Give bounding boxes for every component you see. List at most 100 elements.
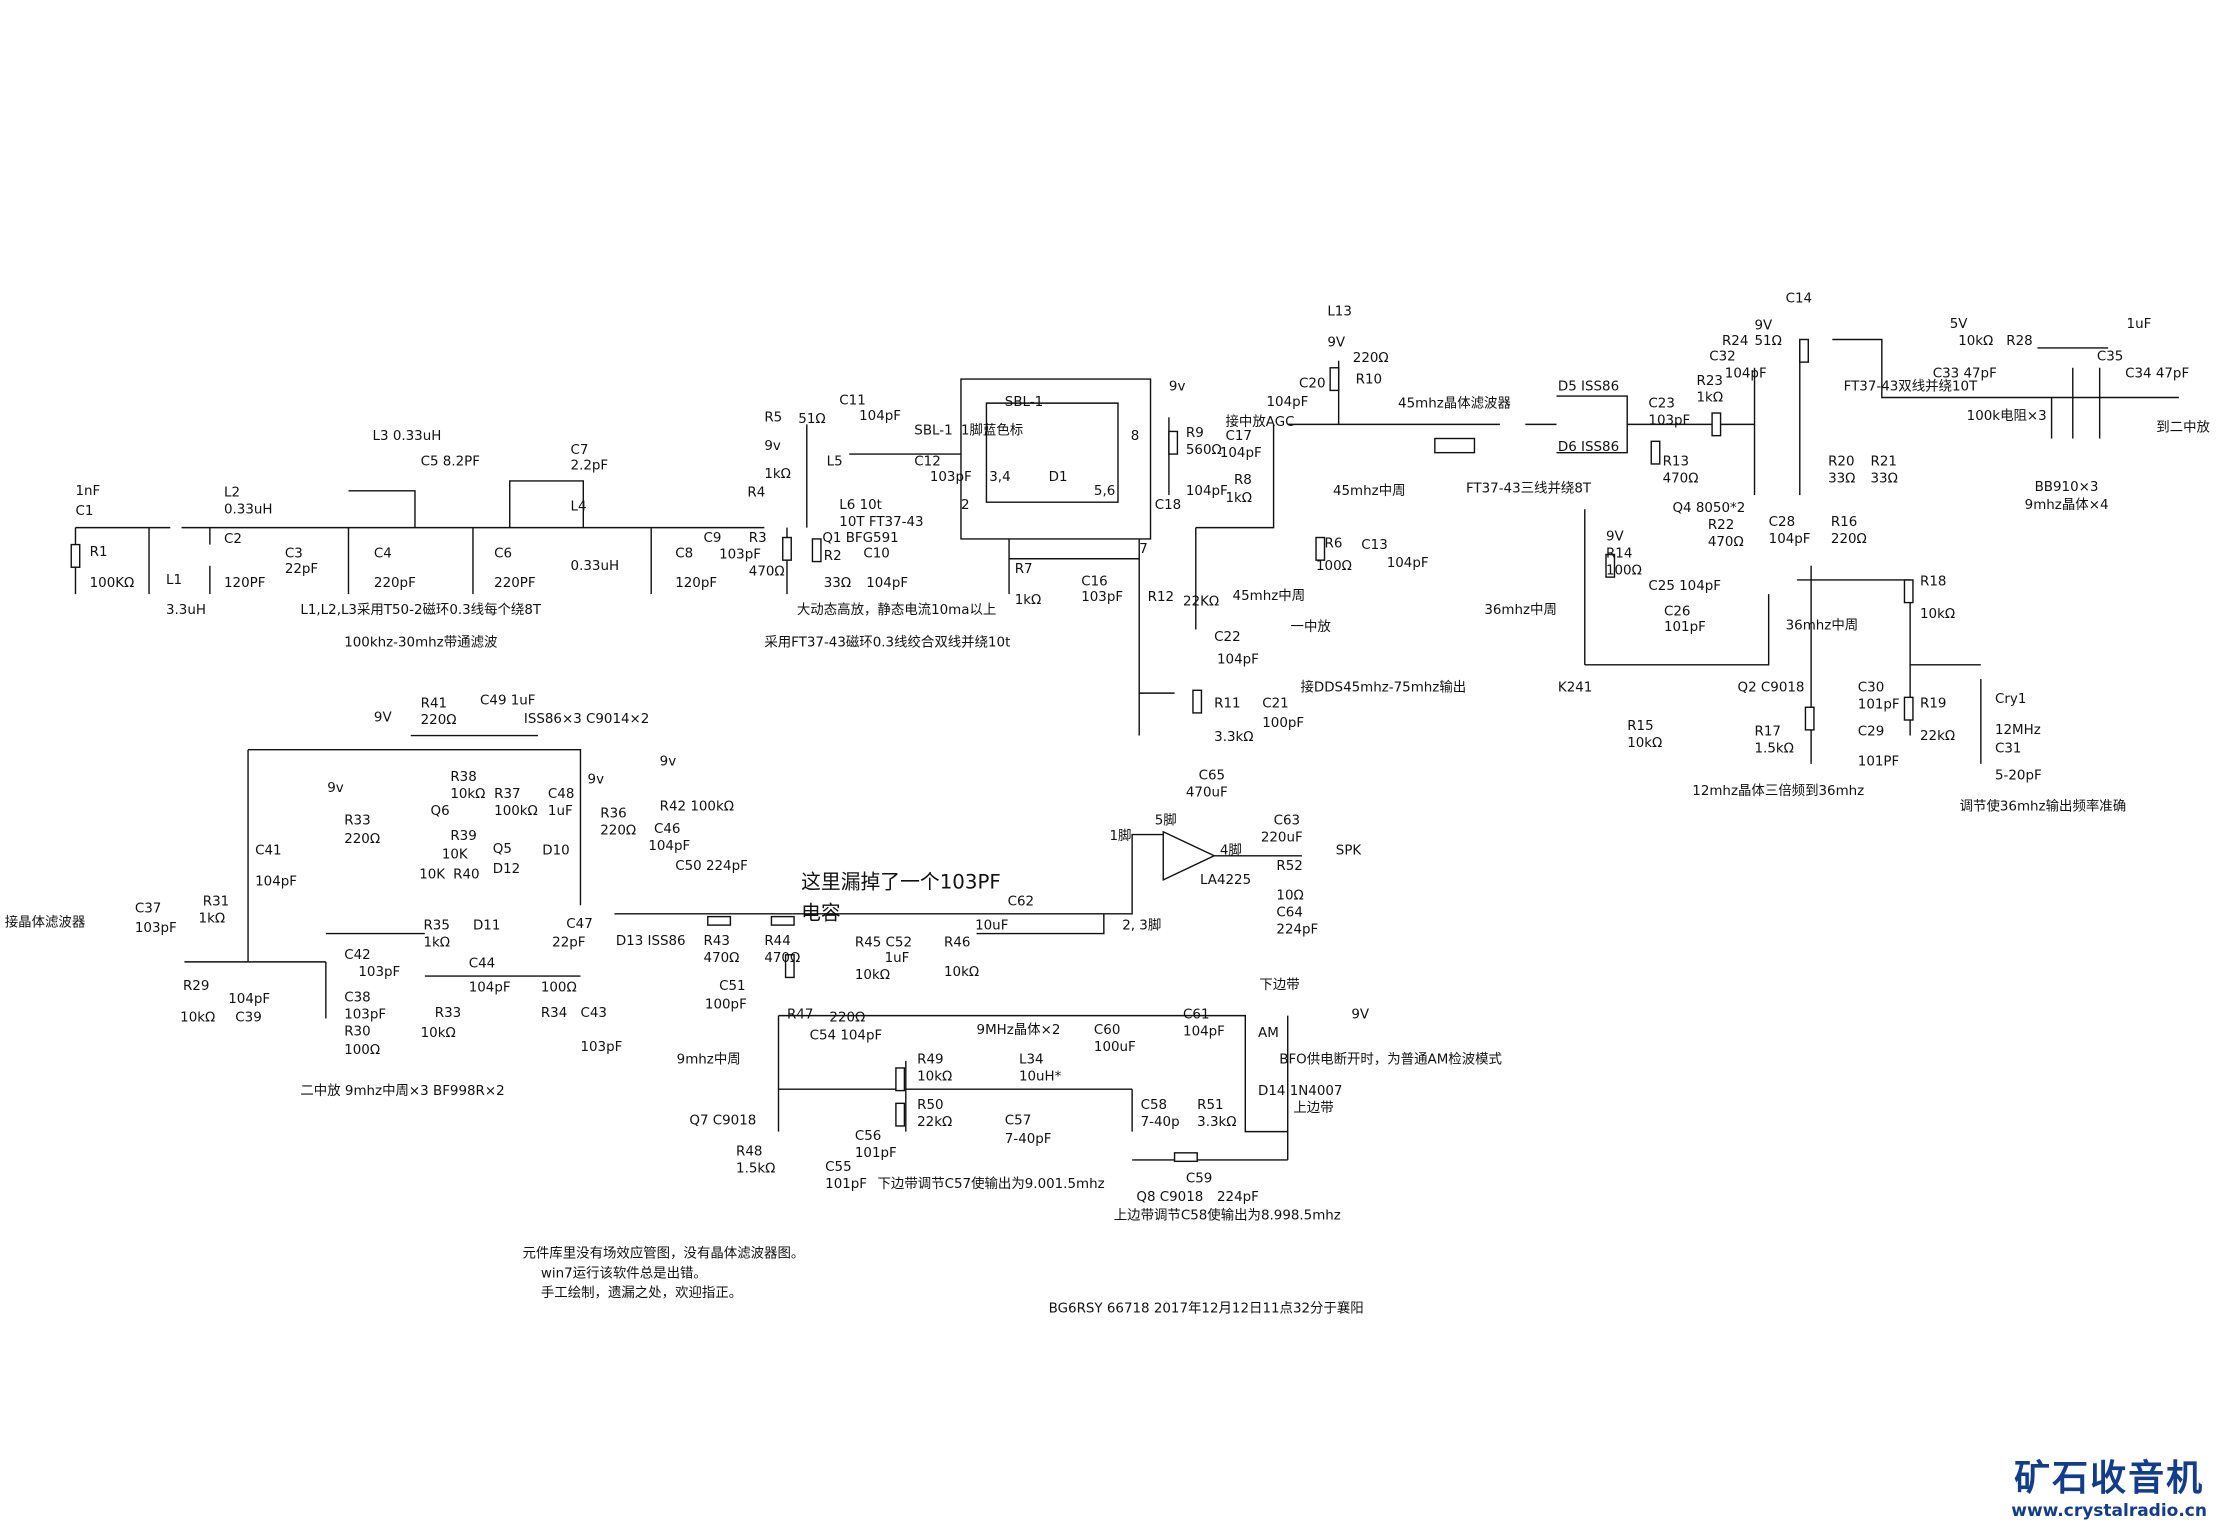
component-label: D1 [1049,470,1068,485]
resistor-symbol [1173,1152,1198,1163]
component-label: 采用FT37-43磁环0.3线绞合双线并绕10t [764,633,1010,650]
component-label: C61 [1183,1007,1209,1022]
component-label: 22pF [285,562,318,577]
component-label: C6 [494,546,512,561]
resistor-symbol [1168,430,1179,455]
component-label: 1脚 [1109,828,1131,844]
component-label: R12 [1148,590,1174,605]
component-label: C37 [135,901,161,916]
component-label: 2.2pF [571,459,609,474]
component-label: 1kΩ [1015,593,1042,608]
component-label: SBL-1 [1005,395,1043,410]
component-label: C31 [1995,742,2021,757]
resistor-symbol [784,954,795,979]
component-label: L6 10t [839,498,882,513]
component-label: 1uF [548,804,573,819]
component-label: 103pF [1648,413,1690,428]
component-label: C33 47pF [1933,367,1997,382]
component-label: R11 [1214,696,1240,711]
component-label: 104pF [859,409,901,424]
wire [976,913,1105,935]
component-label: 10K [419,867,446,882]
component-label: R45 C52 [855,935,912,950]
component-label: D5 ISS86 [1558,379,1619,394]
component-label: R7 [1015,562,1033,577]
component-label: 1uF [885,951,910,966]
wire [1556,395,1755,426]
component-label: C42 [344,948,370,963]
component-label: R37 [494,787,520,802]
component-label: R4 [747,485,765,500]
component-label: win7运行该软件总是出错。 [541,1265,707,1281]
component-label: 3.3uH [166,603,206,618]
component-label: 220Ω [1353,351,1389,366]
component-label: R20 [1828,454,1854,469]
component-label: 到二中放 [2156,419,2210,435]
component-label: Q8 C9018 [1136,1190,1203,1205]
wire [1796,579,1981,666]
component-label: 104pF [1769,532,1811,547]
component-label: 1kΩ [1697,391,1724,406]
component-label: C7 [571,443,589,458]
component-label: Q5 [493,842,512,857]
component-label: 220Ω [344,832,380,847]
component-label: C21 [1262,696,1288,711]
wire [1195,424,1275,529]
component-label: R33 [344,814,370,829]
component-label: R17 [1755,725,1781,740]
wire [960,378,1152,540]
component-label: R19 [1920,696,1946,711]
component-label: 9V [1327,336,1346,351]
component-label: 12mhz晶体三倍频到36mhz [1692,783,1864,799]
component-label: 1kΩ [1225,491,1252,506]
component-label: R51 [1197,1098,1223,1113]
component-label: 101pF [825,1177,867,1192]
component-label: R42 100kΩ [660,800,734,815]
component-label: R34 [541,1006,567,1021]
component-label: 100khz-30mhz带通滤波 [344,634,497,650]
component-label: 手工绘制，遗漏之处，欢迎指正。 [541,1285,742,1301]
component-label: L13 [1327,304,1352,319]
component-label: 上边带调节C58使输出为8.998.5mhz [1114,1206,1341,1223]
component-label: 51Ω [798,412,825,427]
component-label: 7-40pF [1005,1132,1052,1147]
wire [985,402,1119,503]
component-label: 103pF [930,470,972,485]
component-label: 这里漏掉了一个103PF [801,870,1001,893]
component-label: 3.3kΩ [1197,1115,1236,1130]
component-label: 1kΩ [423,935,450,950]
component-label: C58 [1141,1098,1167,1113]
component-label: 22kΩ [1920,729,1955,744]
resistor-symbol [1329,367,1340,392]
component-label: 0.33uH [571,559,619,574]
component-label: L5 [827,454,843,469]
component-label: 一中放 [1291,619,1332,635]
component-label: C56 [855,1129,881,1144]
component-label: 10kΩ [944,965,979,980]
component-label: R33 [435,1006,461,1021]
component-label: C32 [1709,350,1735,365]
component-label: FT37-43双线并绕10T [1844,378,1978,394]
component-label: 33Ω [824,576,851,591]
logo-url: www.crystalradio.cn [2011,1501,2207,1521]
component-label: 100pF [705,998,747,1013]
component-label: BG6RSY 66718 2017年12月12日11点32分于襄阳 [1049,1301,1364,1317]
component-label: 1kΩ [764,467,791,482]
component-label: Q6 [431,804,450,819]
component-label: C9 [704,531,722,546]
component-label: 10T FT37-43 [839,515,923,530]
component-label: C20 [1299,377,1325,392]
component-label: R13 [1663,454,1689,469]
component-label: R10 [1356,372,1382,387]
component-label: 接中放AGC [1225,413,1294,430]
component-label: R14 [1606,546,1632,561]
component-label: 7 [1139,542,1148,557]
component-label: R22 [1708,518,1734,533]
component-label: C64 [1276,906,1302,921]
component-label: 7-40p [1141,1115,1180,1130]
component-label: 5V [1950,317,1969,332]
component-label: 9v [327,781,344,796]
resistor-symbol [1650,440,1661,465]
component-label: C13 [1361,538,1387,553]
